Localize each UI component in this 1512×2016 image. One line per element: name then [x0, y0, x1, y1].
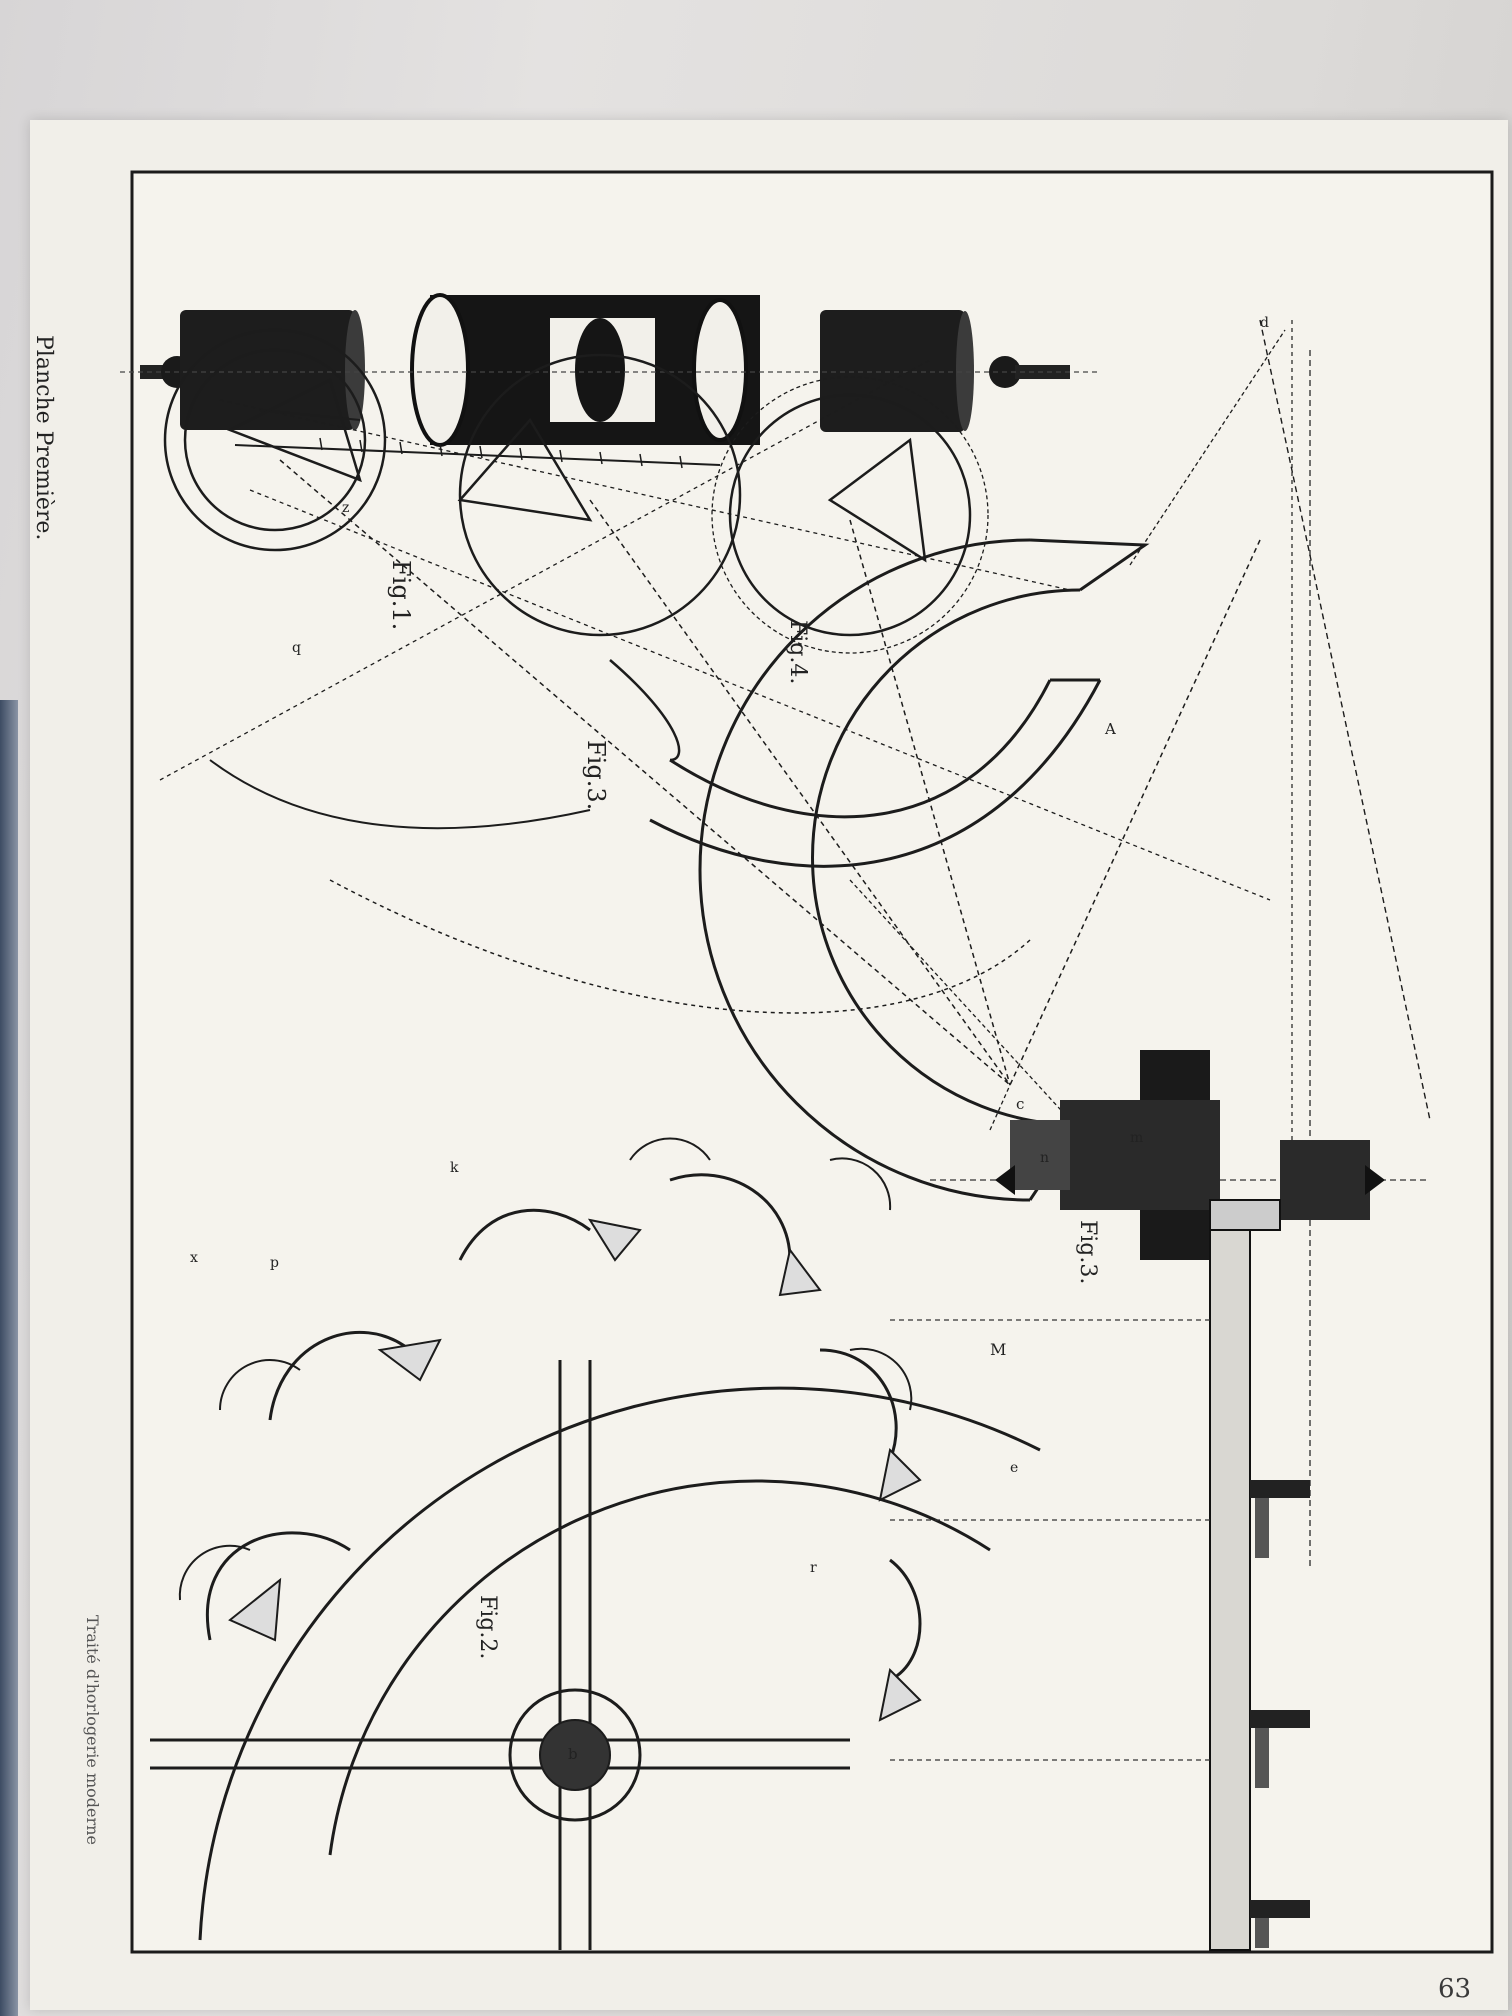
letter-n: n: [1040, 1150, 1050, 1166]
fig3-lower-label: Fig.3.: [1075, 1220, 1100, 1285]
fig2-escape-wheel: [150, 1137, 1041, 1950]
fig4-label: Fig.4.: [785, 620, 810, 685]
letter-M: M: [990, 1340, 1007, 1359]
running-head: Traité d'horlogerie moderne: [83, 1615, 102, 1845]
plate-frame: [130, 170, 1494, 1954]
letter-e: e: [1010, 1460, 1019, 1476]
letter-r: r: [810, 1560, 817, 1576]
page-number: 63: [1438, 1974, 1472, 2004]
fig3-label: Fig.3.: [582, 740, 610, 811]
letter-z: z: [342, 500, 350, 516]
letter-p: p: [270, 1255, 279, 1271]
plate-title: Planche Première.: [31, 335, 56, 541]
letter-d: d: [1260, 315, 1269, 331]
letter-m: m: [1130, 1130, 1144, 1146]
letter-q: q: [292, 640, 301, 656]
book-page: Planche Première. Traité d'horlogerie mo…: [30, 120, 1508, 2010]
screen-edge-shadow: [0, 700, 18, 2016]
fig1-cylinder-drawing: [120, 293, 1311, 1570]
letter-A: A: [1105, 720, 1116, 738]
fig2-label: Fig.2.: [475, 1595, 500, 1660]
letter-b: b: [568, 1745, 578, 1763]
fig3-arbor-elevation: [890, 1050, 1430, 1951]
letter-k: k: [450, 1160, 459, 1176]
letter-x: x: [190, 1250, 198, 1266]
letter-c: c: [1016, 1095, 1025, 1113]
engraved-plate: [120, 170, 1494, 1954]
fig3-geometric-construction: [159, 328, 1271, 1086]
fig1-label: Fig.1.: [387, 560, 415, 631]
